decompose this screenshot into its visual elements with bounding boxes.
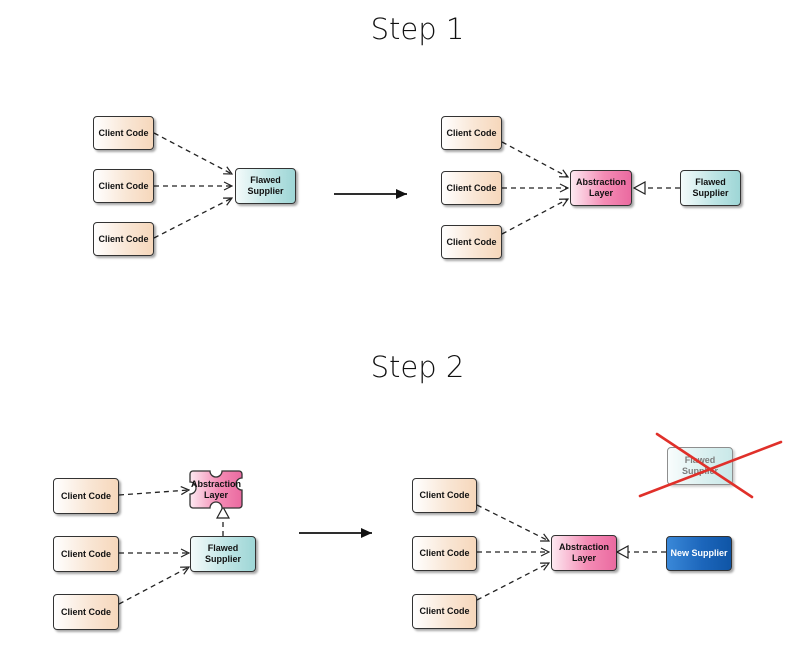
step1-left-client-code-2: Client Code: [93, 169, 154, 203]
step2-left-client-code-3: Client Code: [53, 594, 119, 630]
step1-right-dependency-arrows: [501, 141, 680, 235]
step2-right-client-code-3: Client Code: [412, 594, 477, 629]
step2-right-abstraction-layer: Abstraction Layer: [551, 535, 617, 571]
step1-title: Step 1: [370, 12, 465, 46]
step1-right-client-code-2: Client Code: [441, 171, 502, 205]
puzzle-abstraction-layer-shape: [189, 470, 243, 509]
step1-left-dependency-arrows: [153, 132, 232, 239]
step2-title: Step 2: [370, 350, 465, 384]
step1-right-abstraction-layer: Abstraction Layer: [570, 170, 632, 206]
step2-right-client-code-2: Client Code: [412, 536, 477, 571]
step2-left-flawed-supplier: Flawed Supplier: [190, 536, 256, 572]
step2-left-client-code-2: Client Code: [53, 536, 119, 572]
step2-right-dependency-arrows: [476, 504, 666, 601]
step1-right-client-code-1: Client Code: [441, 116, 502, 150]
step1-left-client-code-1: Client Code: [93, 116, 154, 150]
step1-left-flawed-supplier: Flawed Supplier: [235, 168, 296, 204]
step1-right-flawed-supplier: Flawed Supplier: [680, 170, 741, 206]
step2-left-dependency-arrows: [118, 490, 223, 605]
step2-left-abstraction-layer-label: Abstraction Layer: [190, 478, 241, 500]
step1-left-client-code-3: Client Code: [93, 222, 154, 256]
step1-right-client-code-3: Client Code: [441, 225, 502, 259]
step2-right-new-supplier: New Supplier: [666, 536, 732, 571]
step2-right-client-code-1: Client Code: [412, 478, 477, 513]
step2-removed-flawed-supplier: Flawed Supplier: [667, 447, 733, 485]
step2-left-client-code-1: Client Code: [53, 478, 119, 514]
